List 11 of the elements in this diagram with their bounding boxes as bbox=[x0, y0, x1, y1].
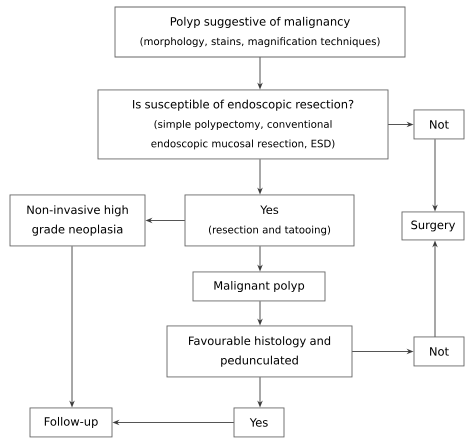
process-box: Not bbox=[414, 336, 464, 366]
process-box: Is susceptible of endoscopic resection? (simple polypectomy, conventional endoscopic mucosal resection, ESD) bbox=[98, 90, 388, 160]
process-box: Malignant polyp bbox=[192, 272, 326, 302]
process-box: Not bbox=[414, 110, 464, 140]
process-box: Yes (resection and tatooing) bbox=[184, 194, 354, 246]
process-box: Favourable histology and pedunculated bbox=[166, 326, 352, 378]
process-box: Yes bbox=[234, 408, 284, 438]
process-box: Polyp suggestive of malignancy (morphology, stains, magnification techniques) bbox=[114, 6, 406, 58]
process-box: Surgery bbox=[402, 212, 464, 240]
process-box: Non-invasive high grade neoplasia bbox=[10, 194, 146, 246]
process-box: Follow-up bbox=[30, 408, 112, 438]
